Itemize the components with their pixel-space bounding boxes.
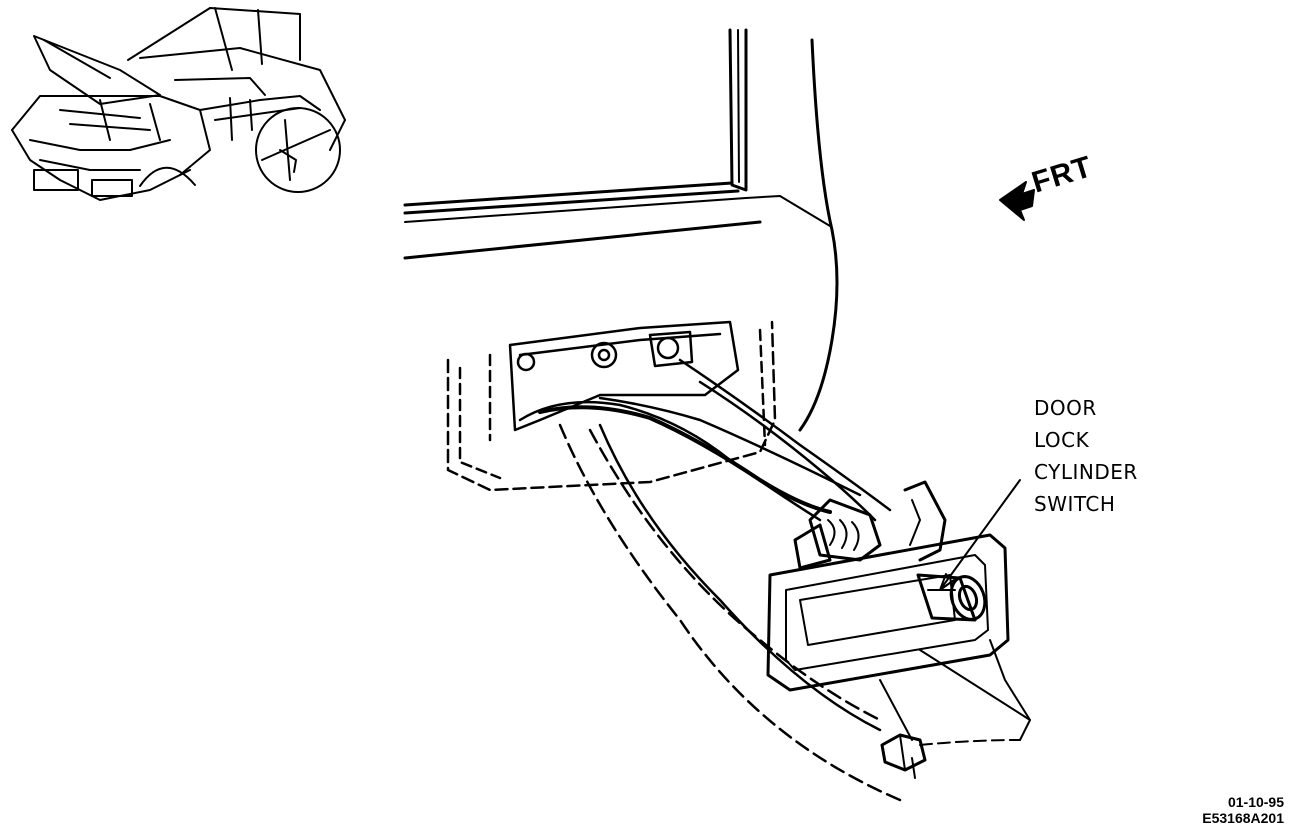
lock-rods	[518, 358, 902, 802]
front-direction-arrow	[999, 181, 1035, 221]
callout-leader	[939, 479, 1021, 591]
callout-line: LOCK	[1034, 428, 1090, 452]
figure-id: E53168A201	[1202, 810, 1284, 826]
outside-handle-assembly	[766, 480, 1031, 779]
figure-code: 01-10-95 E53168A201	[1202, 794, 1284, 826]
door-lock-cylinder-switch-label: DOOR LOCK CYLINDER SWITCH	[1034, 392, 1138, 520]
door-panel	[403, 28, 839, 432]
handle-bracket	[446, 320, 777, 492]
callout-line: SWITCH	[1034, 492, 1116, 516]
callout-line: DOOR	[1034, 396, 1097, 420]
figure-date: 01-10-95	[1227, 794, 1284, 810]
callout-line: CYLINDER	[1034, 460, 1138, 484]
vehicle-locator-thumbnail	[11, 7, 346, 201]
